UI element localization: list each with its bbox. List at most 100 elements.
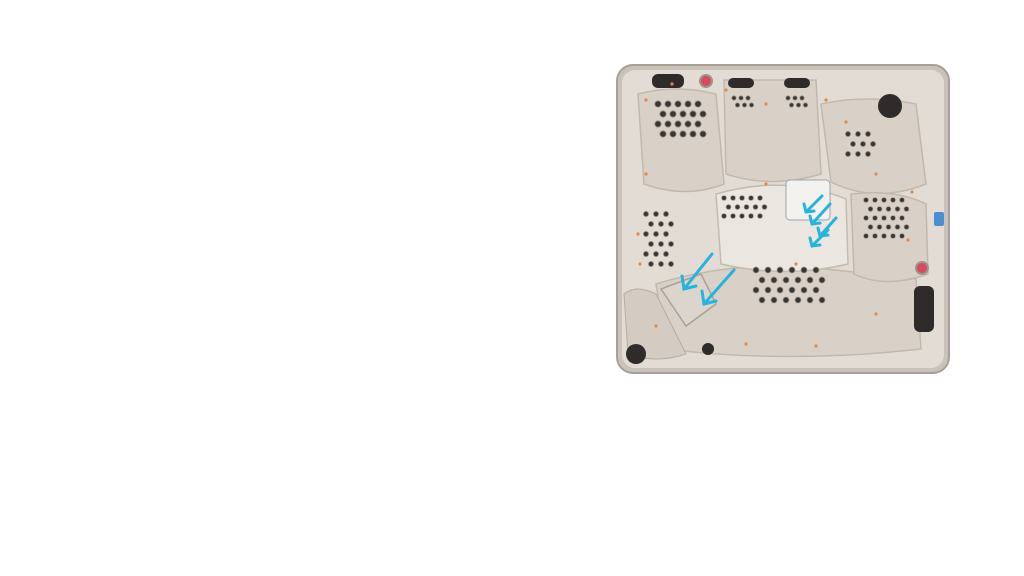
top-right-jet-5 [869, 141, 876, 148]
arrow-panel-2 [808, 202, 832, 226]
right-seat-jet-1 [872, 197, 878, 203]
arrow-lounger-1 [680, 252, 714, 291]
top-center-b-jet-1 [792, 95, 798, 101]
accent-light-11 [814, 344, 818, 348]
lounger-jet-23 [818, 296, 826, 304]
left-wall-jet-17 [668, 260, 675, 267]
lounger-jet-18 [758, 296, 766, 304]
accent-light-16 [794, 262, 798, 266]
top-center-a-jet-0 [731, 95, 737, 101]
top-left-jet-18 [689, 130, 697, 138]
top-left-jet-10 [654, 120, 662, 128]
accent-light-10 [744, 342, 748, 346]
headrest-3 [784, 78, 810, 88]
headrests [626, 74, 934, 364]
left-wall-jet-13 [653, 250, 660, 257]
footwell-jet-1 [730, 195, 736, 201]
right-seat-jet-5 [867, 206, 874, 212]
right-seat-jet-19 [903, 224, 910, 230]
top-left-jet-19 [699, 130, 707, 138]
red-light-1 [699, 74, 713, 88]
lounger-jet-4 [800, 266, 808, 274]
lounger-jet-11 [818, 276, 826, 284]
lounger-jet-9 [794, 276, 802, 284]
left-wall-jet-8 [663, 230, 670, 237]
top-right-jet-6 [844, 151, 851, 158]
lounger-jet-10 [806, 276, 814, 284]
right-seat-jet-22 [881, 233, 887, 239]
top-left-jet-17 [679, 130, 687, 138]
footwell-jet-11 [730, 213, 736, 219]
top-center-a-jet-4 [741, 102, 748, 108]
left-wall-jet-16 [658, 260, 665, 267]
right-seat-jet-18 [894, 224, 901, 230]
right-seat-jet-3 [890, 197, 896, 203]
right-seat-jet-24 [899, 233, 905, 239]
top-left-jet-16 [669, 130, 677, 138]
left-wall-jet-1 [653, 210, 660, 217]
right-seat-jet-9 [903, 206, 910, 212]
left-wall-jet-6 [642, 230, 649, 237]
accent-light-15 [874, 172, 878, 176]
seat-top-center [723, 79, 822, 183]
left-wall-jet-5 [668, 220, 675, 227]
right-seat-jet-20 [863, 233, 869, 239]
footwell-jet-2 [739, 195, 745, 201]
accent-light-2 [724, 88, 728, 92]
lounger-jet-15 [788, 286, 796, 294]
accent-light-0 [644, 98, 648, 102]
lounger-jet-20 [782, 296, 790, 304]
left-wall-jet-4 [658, 220, 665, 227]
top-left-jet-15 [659, 130, 667, 138]
arrow-panel-1 [802, 194, 824, 214]
accent-light-5 [844, 120, 848, 124]
right-seat-jet-17 [885, 224, 892, 230]
lounger-jet-3 [788, 266, 796, 274]
left-wall-jet-12 [642, 250, 649, 257]
right-seat-jet-10 [863, 215, 869, 221]
footwell-jet-14 [757, 213, 763, 219]
footwell-jet-7 [743, 204, 750, 210]
lounger-jet-16 [800, 286, 808, 294]
top-center-b-jet-2 [799, 95, 805, 101]
accent-light-3 [764, 102, 768, 106]
corner-drain-1 [878, 94, 902, 118]
lounger-jet-21 [794, 296, 802, 304]
right-seat-jet-12 [881, 215, 887, 221]
right-seat-jet-6 [876, 206, 883, 212]
lounger-jet-6 [758, 276, 766, 284]
corner-drain-3 [702, 343, 714, 355]
footwell-jet-5 [725, 204, 732, 210]
top-left-jet-12 [674, 120, 682, 128]
top-center-b-jet-5 [802, 102, 809, 108]
accent-light-4 [824, 98, 828, 102]
accent-light-8 [638, 262, 642, 266]
hot-tub-image [616, 64, 950, 374]
accent-light-9 [654, 324, 658, 328]
accent-light-7 [636, 232, 640, 236]
seat-right [850, 192, 929, 283]
top-right-jet-2 [864, 131, 871, 138]
right-seat-jet-21 [872, 233, 878, 239]
right-seat-jet-23 [890, 233, 896, 239]
control-panel [785, 179, 944, 226]
top-left-jet-4 [694, 100, 702, 108]
footwell-jet-9 [761, 204, 768, 210]
top-left-jet-13 [684, 120, 692, 128]
footwell-jet-12 [739, 213, 745, 219]
footwell-jet-13 [748, 213, 754, 219]
top-left-jet-9 [699, 110, 707, 118]
accent-light-17 [764, 182, 768, 186]
lounger-jet-12 [752, 286, 760, 294]
top-left-jet-5 [659, 110, 667, 118]
top-right-jet-7 [854, 151, 861, 158]
flow-arrows [680, 194, 838, 306]
top-right-jet-0 [844, 131, 851, 138]
lounger-bottom [655, 265, 922, 358]
top-center-a-jet-2 [745, 95, 751, 101]
right-seat-jet-8 [894, 206, 901, 212]
right-seat-jet-2 [881, 197, 887, 203]
lounger-jet-0 [752, 266, 760, 274]
top-left-jet-6 [669, 110, 677, 118]
arrow-lounger-2 [700, 268, 736, 306]
